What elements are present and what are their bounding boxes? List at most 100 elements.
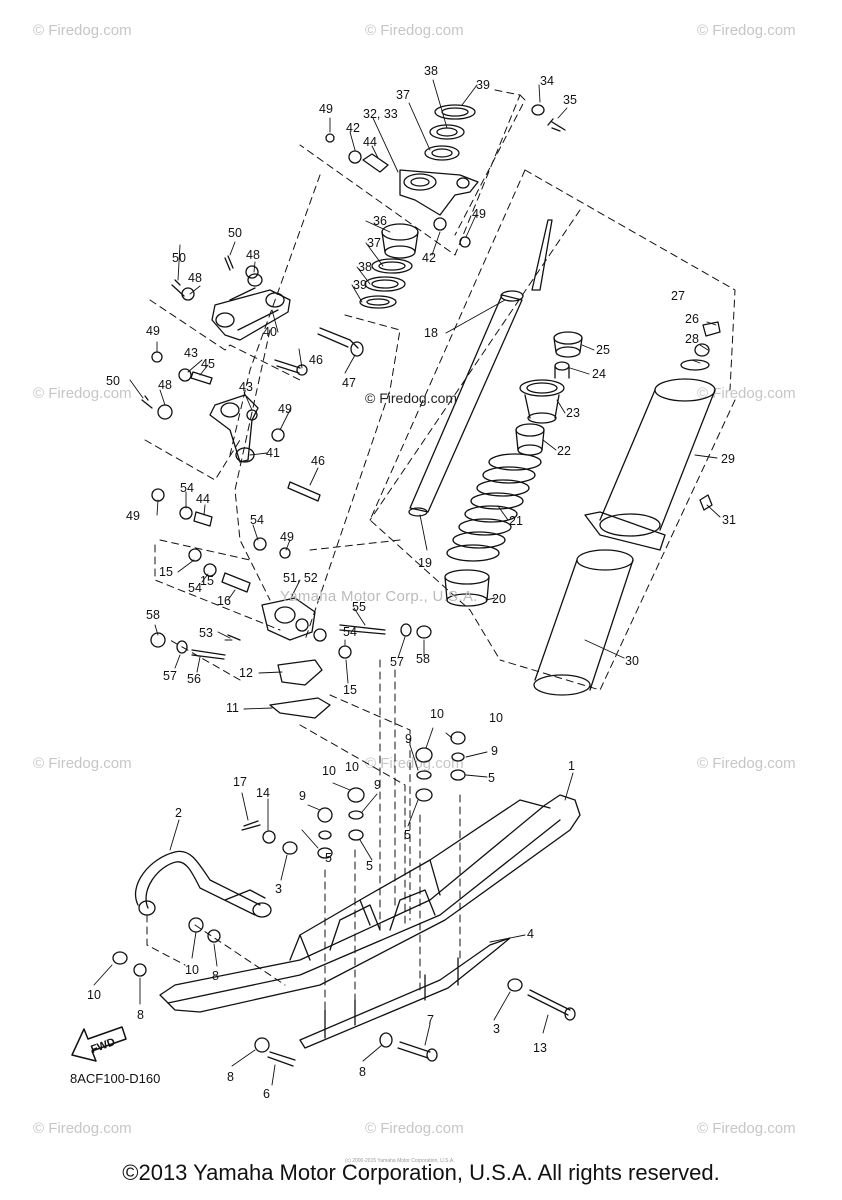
hardware-stack xyxy=(241,731,466,859)
part-number-label: 10 xyxy=(185,963,199,977)
part-number-label: 3 xyxy=(493,1022,500,1036)
part-number-label: 14 xyxy=(256,786,270,800)
watermark: © Firedog.com xyxy=(33,385,132,402)
part-number-label: 39 xyxy=(476,78,490,92)
watermark: © Firedog.com xyxy=(33,22,132,39)
part-number-label: 22 xyxy=(557,444,571,458)
shock-rod xyxy=(408,219,553,517)
part-number-label: 24 xyxy=(592,367,606,381)
part-number-label: 29 xyxy=(721,452,735,466)
part-number-label: 31 xyxy=(722,513,736,527)
linkage-assembly xyxy=(141,255,364,593)
part-number-label: 46 xyxy=(309,353,323,367)
watermark: © Firedog.com xyxy=(33,1120,132,1137)
part-number-label: 58 xyxy=(146,608,160,622)
part-number-label: 45 xyxy=(201,357,215,371)
part-number-label: 15 xyxy=(343,683,357,697)
part-number-label: 32, 33 xyxy=(363,107,398,121)
upper-mount-assembly xyxy=(325,104,566,248)
part-number-label: 12 xyxy=(239,666,253,680)
part-number-label: 57 xyxy=(390,655,404,669)
part-number-label: 9 xyxy=(405,732,412,746)
part-number-label: 10 xyxy=(345,760,359,774)
part-number-label: 47 xyxy=(342,376,356,390)
part-number-label: 42 xyxy=(422,251,436,265)
watermark: © Firedog.com xyxy=(365,22,464,39)
part-number-label: 44 xyxy=(196,492,210,506)
part-number-label: 50 xyxy=(172,251,186,265)
part-number-label: 48 xyxy=(188,271,202,285)
watermark: © Firedog.com xyxy=(697,385,796,402)
part-number-label: 15 xyxy=(159,565,173,579)
part-number-label: 49 xyxy=(280,530,294,544)
part-number-label: 55 xyxy=(352,600,366,614)
forward-arrow-icon: FWD xyxy=(71,1026,127,1062)
copyright-notice: ©2013 Yamaha Motor Corporation, U.S.A. A… xyxy=(122,1160,720,1185)
part-number-label: 3 xyxy=(275,882,282,896)
diagram-code: 8ACF100-D160 xyxy=(70,1071,161,1086)
watermark: © Firedog.com xyxy=(697,755,796,772)
part-number-label: 9 xyxy=(491,744,498,758)
part-number-label: 8 xyxy=(137,1008,144,1022)
lower-pivot-assembly xyxy=(150,597,432,719)
part-number-label: 17 xyxy=(233,775,247,789)
part-number-label: 28 xyxy=(685,332,699,346)
part-number-label: 34 xyxy=(540,74,554,88)
part-number-label: 21 xyxy=(509,514,523,528)
part-number-label: 8 xyxy=(359,1065,366,1079)
watermark: © Firedog.com xyxy=(697,22,796,39)
part-number-label: 18 xyxy=(424,326,438,340)
part-number-label: 5 xyxy=(325,851,332,865)
part-number-label: 50 xyxy=(106,374,120,388)
part-number-label: 13 xyxy=(533,1041,547,1055)
leader-lines xyxy=(93,79,721,1086)
part-number-label: 39 xyxy=(353,278,367,292)
part-number-label: 10 xyxy=(489,711,503,725)
part-number-label: 43 xyxy=(184,346,198,360)
part-number-label: 6 xyxy=(263,1087,270,1101)
part-number-label: 56 xyxy=(187,672,201,686)
spring-assembly xyxy=(444,331,583,607)
part-number-label: 49 xyxy=(472,207,486,221)
part-number-label: 46 xyxy=(311,454,325,468)
part-number-label: 11 xyxy=(226,701,239,715)
part-number-label: 23 xyxy=(566,406,580,420)
part-number-label: 7 xyxy=(427,1013,434,1027)
part-number-label: 10 xyxy=(87,988,101,1002)
part-number-label: 41 xyxy=(266,446,280,460)
embedded-watermark: Yamaha Motor Corp., U.S.A. xyxy=(280,588,478,605)
part-number-label: 54 xyxy=(343,625,357,639)
part-number-label: 8 xyxy=(227,1070,234,1084)
part-number-label: 49 xyxy=(319,102,333,116)
part-number-label: 5 xyxy=(404,828,411,842)
part-number-label: 15 xyxy=(200,574,214,588)
part-number-label: 48 xyxy=(158,378,172,392)
part-number-label: 10 xyxy=(322,764,336,778)
part-number-label: 49 xyxy=(126,509,140,523)
part-number-label: 5 xyxy=(488,771,495,785)
part-number-label: 27 xyxy=(671,289,685,303)
part-number-label: 48 xyxy=(246,248,260,262)
bushing-stack xyxy=(359,223,419,309)
part-number-label: 57 xyxy=(163,669,177,683)
part-number-label: 10 xyxy=(430,707,444,721)
part-number-label: 20 xyxy=(492,592,506,606)
part-number-label: 25 xyxy=(596,343,610,357)
part-number-label: 16 xyxy=(217,594,231,608)
ski-body xyxy=(112,794,581,1067)
part-number-label: 2 xyxy=(175,806,182,820)
part-number-label: 42 xyxy=(346,121,360,135)
watermark: © Firedog.com xyxy=(365,1120,464,1137)
part-number-label: 43 xyxy=(239,380,253,394)
fine-print: (c) 2000-2015 Yamaha Motor Corporation, … xyxy=(345,1158,455,1164)
part-number-label: 38 xyxy=(358,260,372,274)
watermark: © Firedog.com xyxy=(365,755,464,772)
watermark-center: © Firedog.com xyxy=(365,390,458,406)
part-number-label: 5 xyxy=(366,859,373,873)
part-number-label: 36 xyxy=(373,214,387,228)
part-number-label: 54 xyxy=(180,481,194,495)
part-number-label: 44 xyxy=(363,135,377,149)
shock-body xyxy=(533,321,721,696)
